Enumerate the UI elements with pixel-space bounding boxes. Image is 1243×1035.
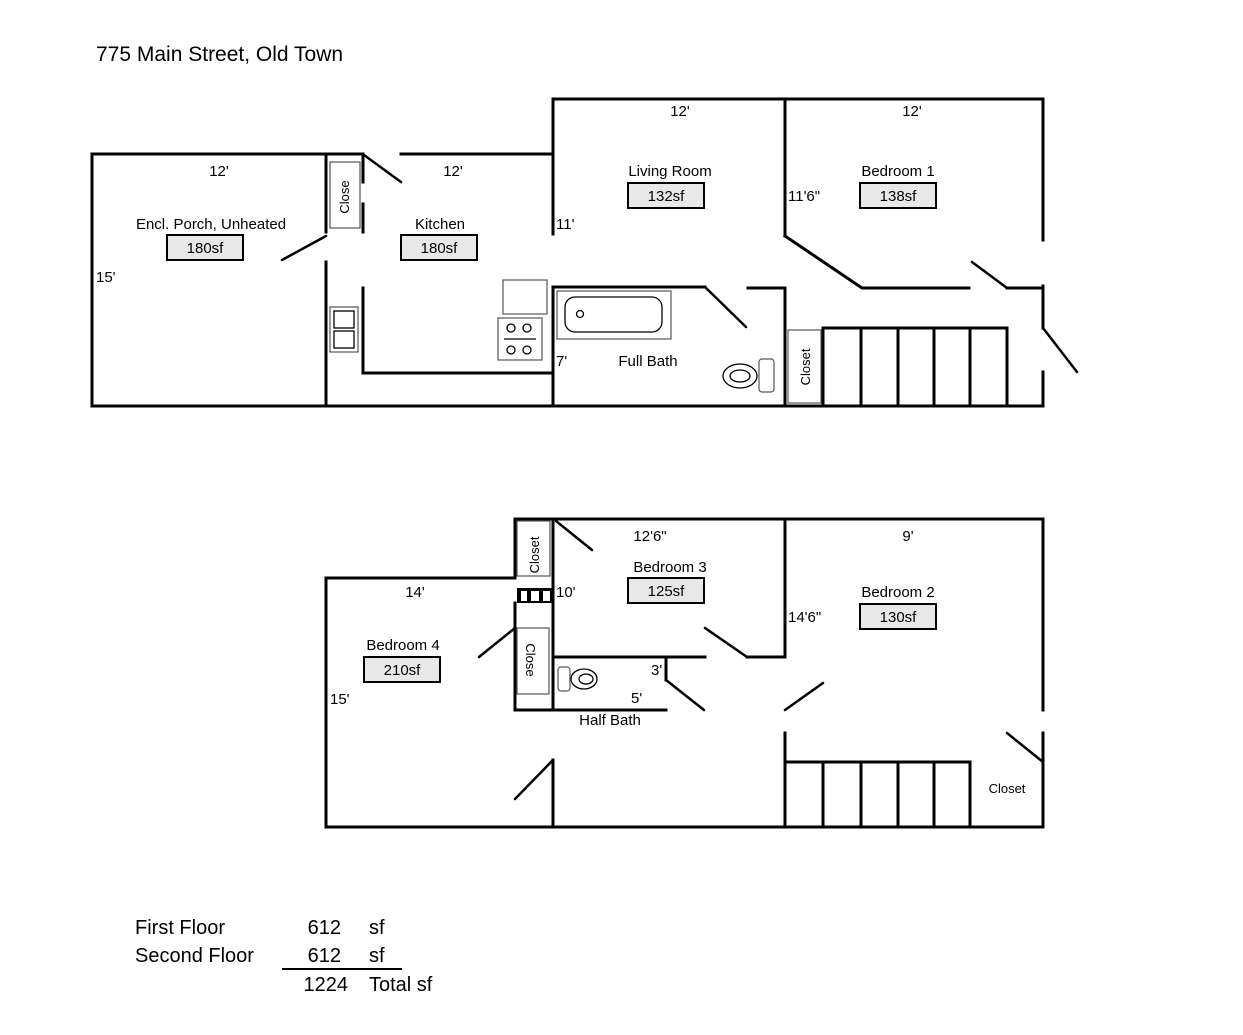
wall-porch-outer	[90, 152, 365, 408]
bedroom1-name: Bedroom 1	[861, 163, 934, 180]
porch-name: Encl. Porch, Unheated	[136, 216, 286, 233]
halfbath-width: 5'	[631, 690, 642, 707]
address-title: 775 Main Street, Old Town	[96, 43, 343, 66]
halfbath-door	[664, 678, 706, 712]
halfbath-toilet-bowl	[570, 668, 598, 690]
porch-closet	[329, 161, 361, 229]
bedroom1-width: 12'	[902, 103, 922, 120]
closet-mid	[516, 627, 550, 695]
kitchen-name: Kitchen	[415, 216, 465, 233]
bedroom2-area: 130sf	[880, 609, 918, 626]
burner-2	[522, 323, 532, 333]
bedroom1-depth: 11'6"	[788, 188, 820, 205]
bath-door	[703, 285, 748, 329]
closet-mid-door	[477, 626, 517, 659]
total-row-2-label: Second Floor	[135, 945, 254, 967]
shelf-gap-1	[521, 591, 527, 601]
shelf-gap-2	[531, 591, 539, 601]
bedroom3-width: 12'6"	[633, 528, 666, 545]
stair-closet-label: Closet	[989, 781, 1026, 796]
stair-closet-door	[1005, 731, 1045, 764]
first-floor: Close	[90, 97, 1079, 408]
kitchen-width: 12'	[443, 163, 463, 180]
bathtub-inner	[564, 296, 663, 333]
kitchen-sink	[329, 306, 359, 353]
shelf-gap-3	[543, 591, 550, 601]
bath-depth: 7'	[556, 353, 567, 370]
bedroom2-name: Bedroom 2	[861, 584, 934, 601]
bedroom2-width: 9'	[902, 528, 913, 545]
bedroom3-door-top	[554, 519, 594, 552]
sink-basin-2	[333, 330, 355, 349]
hall-closet	[787, 329, 822, 404]
porch-closet-label: Close	[337, 180, 352, 213]
wall-top-outer	[513, 517, 1045, 712]
bathtub-drain	[575, 309, 585, 319]
total-row-2-value: 612	[308, 945, 341, 967]
burner-4	[522, 345, 532, 355]
porch-area: 180sf	[187, 240, 225, 257]
sink-basin-1	[333, 310, 355, 329]
bedroom2-depth: 14'6"	[788, 609, 821, 626]
bedroom4-width: 14'	[405, 584, 425, 601]
bedroom4-door	[513, 758, 555, 801]
wall-top-right	[551, 97, 1045, 242]
porch-width: 12'	[209, 163, 229, 180]
total-sum-value: 1224	[304, 974, 349, 996]
bedroom2-door	[783, 681, 825, 712]
closet-top-label: Closet	[527, 536, 542, 573]
bedroom1-area-box	[859, 182, 937, 209]
bedroom4-area: 210sf	[384, 662, 422, 679]
bath-name: Full Bath	[618, 353, 677, 370]
kitchen-area-box	[400, 234, 478, 261]
total-row-1-label: First Floor	[135, 917, 225, 939]
bedroom3-name: Bedroom 3	[633, 559, 706, 576]
second-floor: Closet Close	[324, 517, 1045, 829]
kitchen-area: 180sf	[421, 240, 459, 257]
bedroom3-depth: 10'	[556, 584, 576, 601]
halfbath-depth: 3'	[651, 662, 662, 679]
bedroom3-area-box	[627, 577, 705, 604]
toilet-seat	[729, 369, 751, 383]
toilet-tank	[758, 358, 775, 393]
living-area: 132sf	[648, 188, 686, 205]
refrigerator	[502, 279, 548, 315]
wall-bedroom1-bottom	[782, 233, 971, 290]
porch-area-box	[166, 234, 244, 261]
total-row-2-unit: sf	[369, 945, 385, 967]
total-row-1-value: 612	[308, 917, 341, 939]
area-totals: First Floor 612 sf Second Floor 612 sf 1…	[135, 917, 433, 996]
total-sum-unit: Total sf	[369, 974, 433, 996]
bedroom3-area: 125sf	[648, 583, 686, 600]
bedroom1-door	[970, 260, 1009, 290]
burner-1	[506, 323, 516, 333]
closet-mid-label: Close	[523, 643, 538, 676]
halfbath-name: Half Bath	[579, 712, 641, 729]
toilet-bowl	[722, 363, 758, 389]
porch-door	[280, 234, 328, 262]
exterior-door-right	[1041, 326, 1079, 374]
living-width: 12'	[670, 103, 690, 120]
living-depth: 11'	[556, 216, 575, 233]
bedroom3-door	[703, 626, 749, 659]
living-area-box	[627, 182, 705, 209]
wall-bedroom4-outer	[324, 576, 517, 829]
living-name: Living Room	[628, 163, 711, 180]
kitchen-counter	[361, 286, 555, 375]
bedroom4-name: Bedroom 4	[366, 637, 439, 654]
total-row-1-unit: sf	[369, 917, 385, 939]
bedroom2-area-box	[859, 603, 937, 630]
hall-closet-label: Closet	[798, 348, 813, 385]
bedroom4-depth: 15'	[330, 691, 350, 708]
closet-top	[516, 520, 551, 577]
halfbath-toilet-seat	[578, 673, 594, 685]
bedroom1-area: 138sf	[880, 188, 918, 205]
porch-depth: 15'	[96, 269, 116, 286]
burner-3	[506, 345, 516, 355]
halfbath-toilet-tank	[557, 666, 571, 692]
entry-door	[362, 153, 403, 184]
bedroom4-area-box	[363, 656, 441, 683]
wall-bath-right	[746, 286, 787, 408]
